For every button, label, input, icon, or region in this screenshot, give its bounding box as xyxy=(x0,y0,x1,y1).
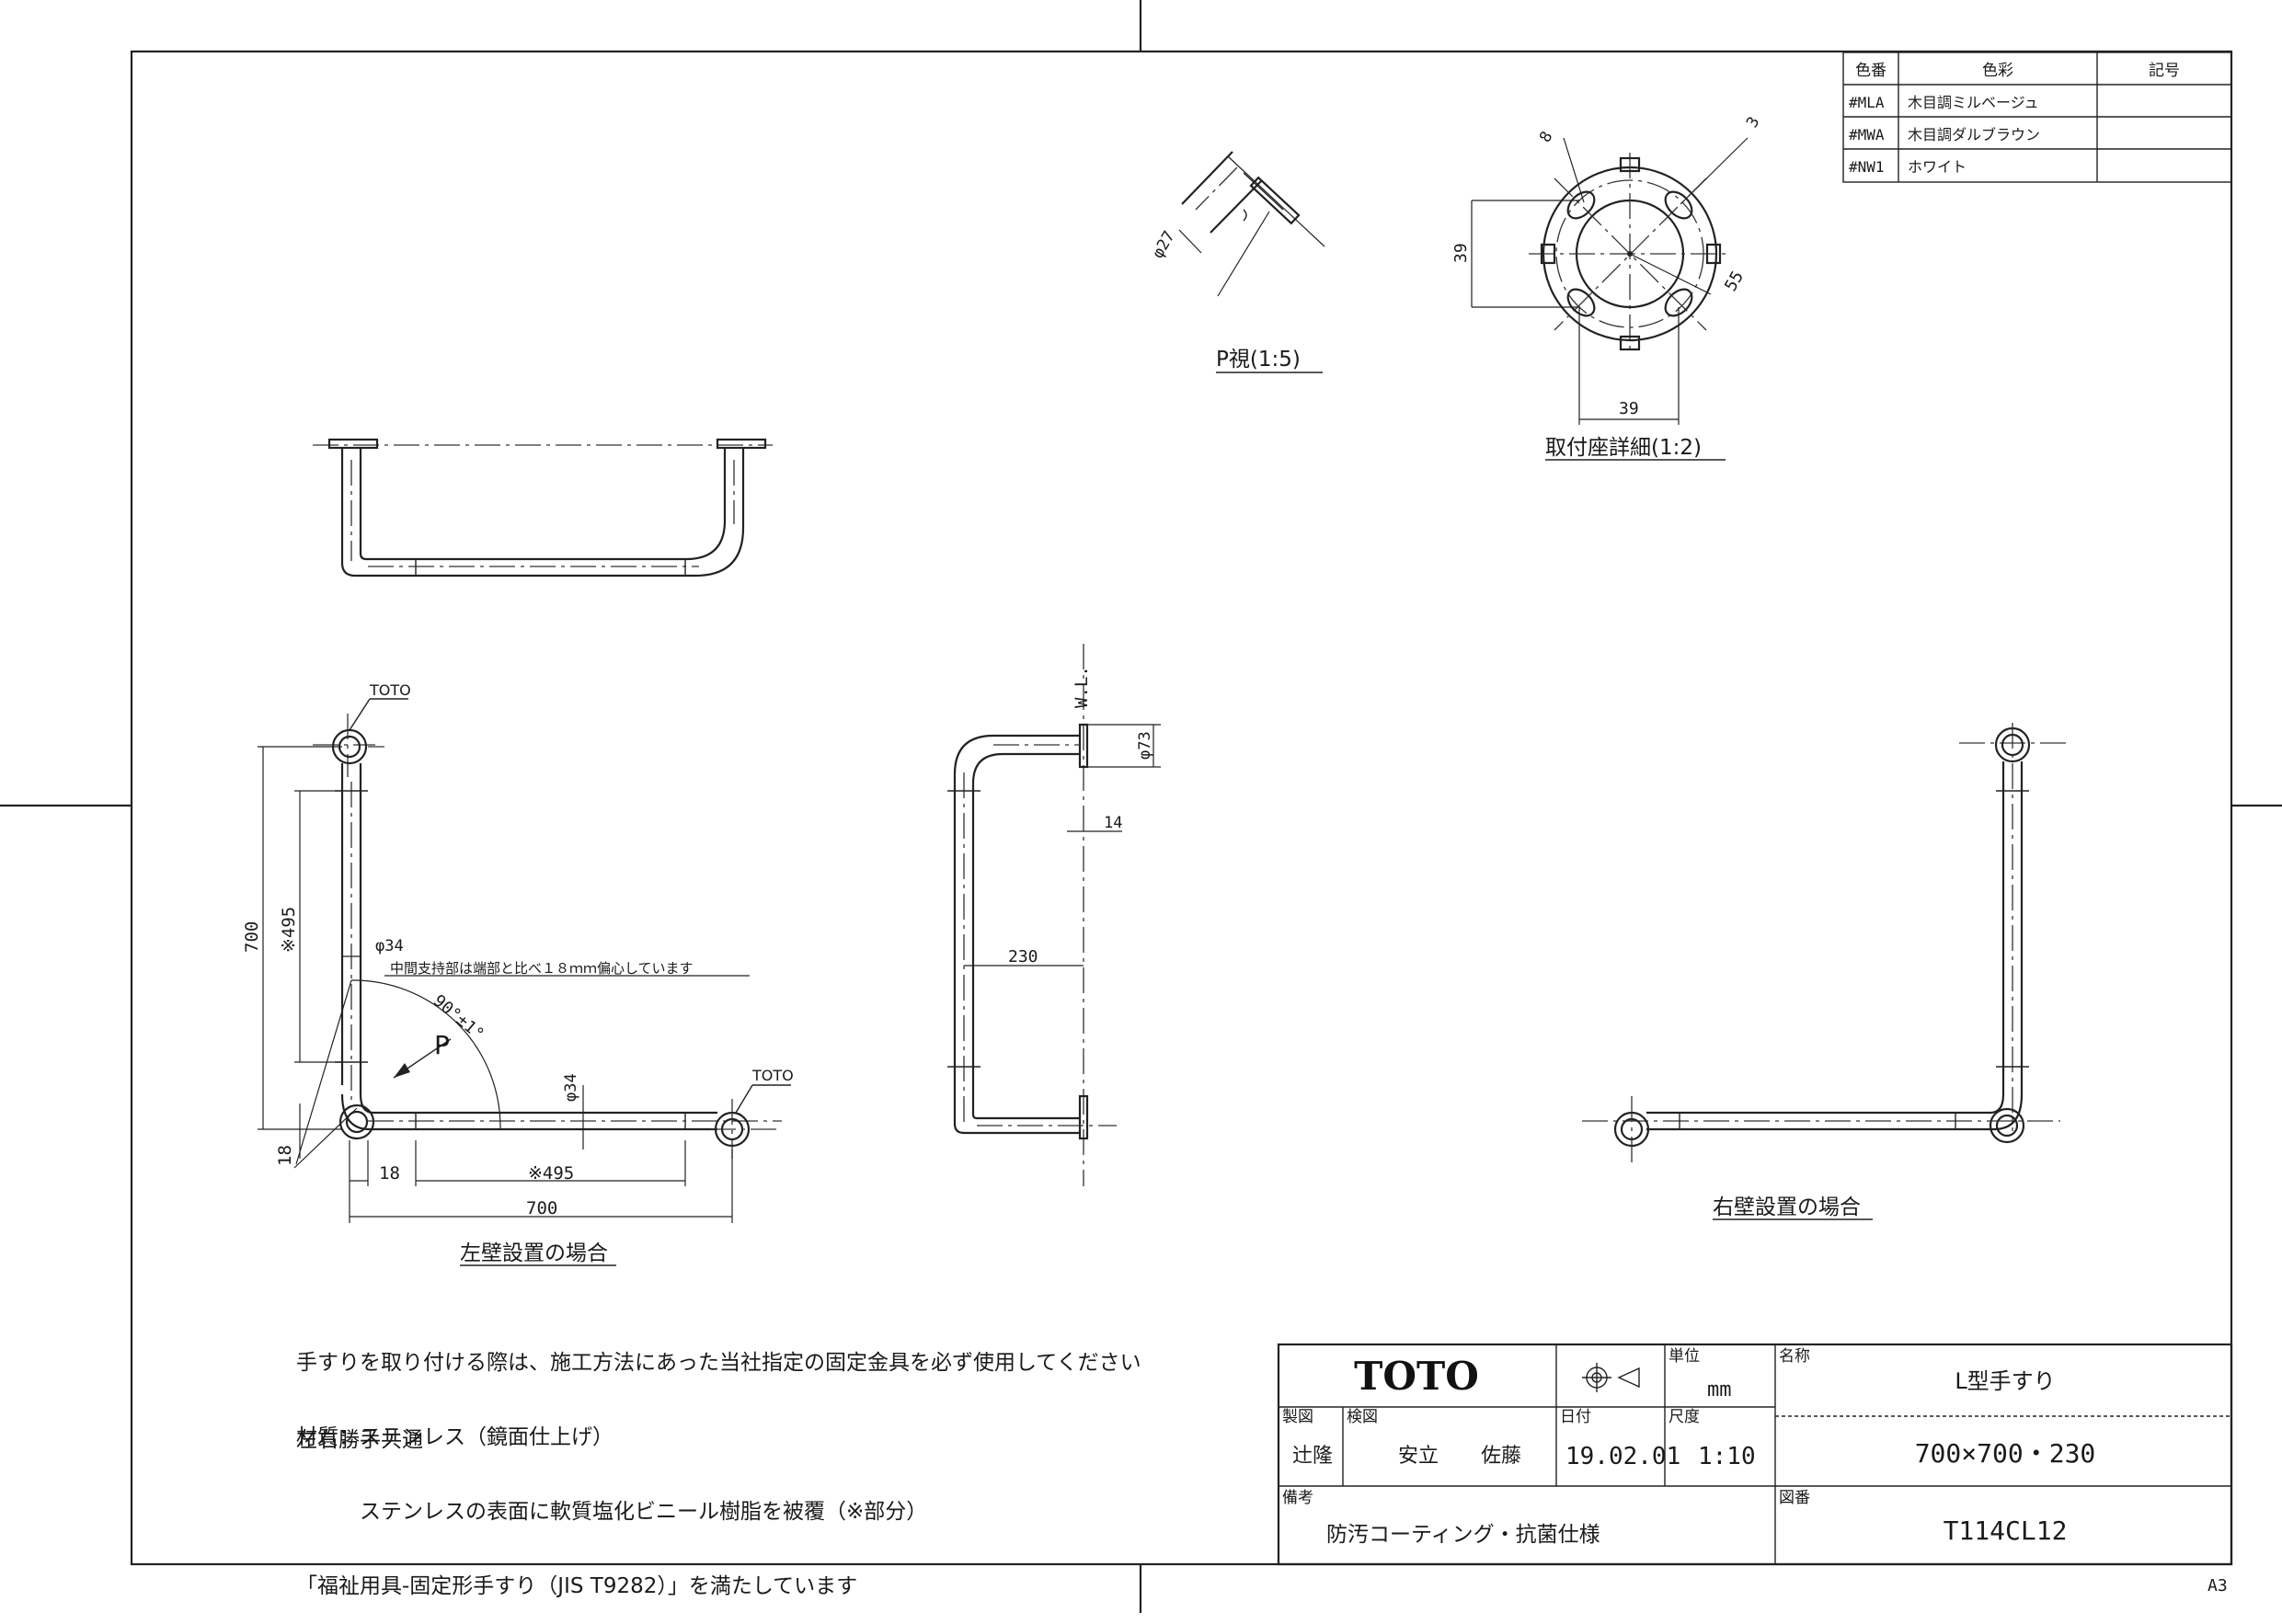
note-line: 手すりを取り付ける際は、施工方法にあった当社指定の固定金具を必ず使用してください xyxy=(296,1351,1141,1375)
side-dim-dia73: φ73 xyxy=(1136,731,1154,760)
mount-dim-3: 3 xyxy=(1743,114,1763,132)
brand-logo: TOTO xyxy=(1354,1354,1479,1399)
right-wall-view: 右壁設置の場合 xyxy=(1582,723,2066,1220)
sheet-border xyxy=(130,50,2233,1566)
name-label: 名称 xyxy=(1779,1347,1810,1366)
mount-dim-8: 8 xyxy=(1536,129,1556,146)
color-name: 木目調ミルベージュ xyxy=(1908,94,2039,111)
color-name: 木目調ダルブラウン xyxy=(1908,126,2040,143)
unit-value: mm xyxy=(1707,1378,1732,1401)
mount-dim-55: 55 xyxy=(1721,268,1748,294)
left-wall-view: 700 ※495 18 18 ※495 700 φ34 φ34 中間支持部は端部… xyxy=(242,681,794,1266)
checked-label: 検図 xyxy=(1347,1408,1378,1426)
notes-block: 手すりを取り付ける際は、施工方法にあった当社指定の固定金具を必ず使用してください… xyxy=(296,1301,1141,1624)
color-table-header-mark: 記号 xyxy=(2149,62,2180,80)
drawing-no-label: 図番 xyxy=(1779,1489,1810,1507)
left-dim-495-h: ※495 xyxy=(528,1163,574,1184)
title-block: TOTO 単位 mm 名称 L型手すり 製図 辻隆 検図 安立 佐藤 日付 19… xyxy=(1277,1343,2233,1566)
left-dim-18-h: 18 xyxy=(379,1163,400,1184)
left-dim-18-v: 18 xyxy=(275,1145,295,1166)
size-value: 700×700・230 xyxy=(1915,1438,2096,1469)
left-dim-dia34-a: φ34 xyxy=(375,937,404,955)
color-code: #NW1 xyxy=(1849,158,1885,176)
checked-by-1: 安立 xyxy=(1398,1445,1439,1468)
drawing-no-value: T114CL12 xyxy=(1944,1515,2068,1546)
remarks-value: 防汚コーティング・抗菌仕様 xyxy=(1326,1523,1600,1547)
date-label: 日付 xyxy=(1560,1408,1591,1426)
unit-label: 単位 xyxy=(1668,1347,1700,1366)
color-table: 色番 色彩 記号 #MLA 木目調ミルベージュ #MWA 木目調ダルブラウン #… xyxy=(1842,51,2232,183)
mount-dim-39-h: 39 xyxy=(1619,399,1639,418)
left-dim-700-v: 700 xyxy=(242,921,262,953)
remarks-label: 備考 xyxy=(1282,1489,1313,1507)
drawn-by: 辻隆 xyxy=(1292,1445,1333,1468)
p-view-title: P視(1:5) xyxy=(1216,348,1301,372)
scale-label: 尺度 xyxy=(1668,1408,1700,1426)
offset-note: 中間支持部は端部と比べ１８ｍｍ偏心しています xyxy=(390,960,694,977)
mount-detail-title: 取付座詳細(1:2) xyxy=(1545,436,1702,460)
checked-by-2: 佐藤 xyxy=(1481,1445,1521,1468)
side-view: W.L. φ73 14 230 xyxy=(947,644,1161,1186)
p-view: φ27 P視(1:5) xyxy=(1149,151,1325,373)
right-wall-title: 右壁設置の場合 xyxy=(1713,1195,1861,1219)
date-value: 19.02.01 xyxy=(1565,1443,1680,1470)
scale-value: 1:10 xyxy=(1698,1443,1756,1470)
product-name: L型手すり xyxy=(1955,1368,2055,1394)
note-line: 「福祉用具-固定形手すり（JIS T9282）」を満たしています xyxy=(296,1574,858,1598)
left-dim-dia34-b: φ34 xyxy=(562,1073,580,1102)
projection-symbol-icon xyxy=(1582,1363,1640,1392)
left-wall-title: 左壁設置の場合 xyxy=(460,1241,608,1265)
toto-mark-right: TOTO xyxy=(751,1067,794,1084)
color-code: #MLA xyxy=(1849,94,1885,111)
p-view-dia: φ27 xyxy=(1149,228,1179,262)
color-code: #MWA xyxy=(1849,126,1885,143)
top-view xyxy=(313,438,773,578)
toto-mark-top: TOTO xyxy=(369,681,411,699)
color-name: ホワイト xyxy=(1908,158,1967,176)
note-line: ステンレスの表面に軟質塩化ビニール樹脂を被覆（※部分） xyxy=(296,1500,928,1524)
drawn-label: 製図 xyxy=(1282,1408,1313,1426)
note-line: 材質：ステンレス（鏡面仕上げ） xyxy=(296,1425,614,1449)
left-dim-495-v: ※495 xyxy=(279,907,299,953)
color-table-header-code: 色番 xyxy=(1855,62,1886,80)
wl-label: W.L. xyxy=(1072,666,1092,708)
color-table-header-name: 色彩 xyxy=(1982,62,2013,80)
mount-dim-39-v: 39 xyxy=(1451,243,1471,263)
note-common: 左右勝手共通 xyxy=(296,1428,423,1452)
p-arrow-label: P xyxy=(434,1030,450,1060)
sheet-size: A3 xyxy=(2207,1576,2228,1595)
left-dim-700-h: 700 xyxy=(526,1198,557,1218)
side-dim-230: 230 xyxy=(1008,947,1038,966)
side-dim-14: 14 xyxy=(1104,814,1122,832)
mount-detail: 8 3 39 55 39 取付座詳細(1:2) xyxy=(1451,114,1763,461)
